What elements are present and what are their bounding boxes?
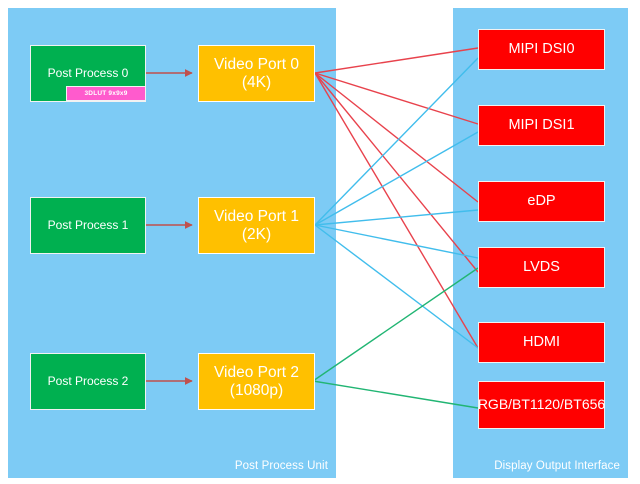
panel-caption-post-process-unit: Post Process Unit <box>234 460 328 472</box>
badge-3dlut-label: 3DLUT 9x9x9 <box>84 90 128 97</box>
block-video-port-0-label: Video Port 0 (4K) <box>213 56 300 91</box>
block-output-mipi-dsi1[interactable]: MIPI DSI1 <box>478 105 605 146</box>
badge-3dlut[interactable]: 3DLUT 9x9x9 <box>66 86 146 101</box>
block-output-rgb-bt1120-bt656[interactable]: RGB/BT1120/BT656 <box>478 381 605 429</box>
panel-caption-display-output-interface: Display Output Interface <box>494 460 620 472</box>
block-post-process-2-label: Post Process 2 <box>47 373 129 388</box>
block-output-mipi-dsi0-label: MIPI DSI0 <box>508 41 575 58</box>
block-post-process-2[interactable]: Post Process 2 <box>30 353 146 410</box>
block-output-rgb-bt1120-bt656-label: RGB/BT1120/BT656 <box>477 396 606 413</box>
block-video-port-2[interactable]: Video Port 2 (1080p) <box>198 353 315 410</box>
block-output-hdmi-label: HDMI <box>522 334 561 351</box>
block-post-process-1[interactable]: Post Process 1 <box>30 197 146 254</box>
block-video-port-1[interactable]: Video Port 1 (2K) <box>198 197 315 254</box>
block-video-port-2-label: Video Port 2 (1080p) <box>213 364 300 399</box>
block-output-hdmi[interactable]: HDMI <box>478 322 605 363</box>
block-output-lvds[interactable]: LVDS <box>478 247 605 288</box>
block-post-process-1-label: Post Process 1 <box>47 217 129 232</box>
block-output-mipi-dsi1-label: MIPI DSI1 <box>508 117 575 134</box>
block-output-mipi-dsi0[interactable]: MIPI DSI0 <box>478 29 605 70</box>
block-post-process-0-label: Post Process 0 <box>47 65 129 80</box>
block-output-edp-label: eDP <box>527 193 556 210</box>
block-output-edp[interactable]: eDP <box>478 181 605 222</box>
block-video-port-0[interactable]: Video Port 0 (4K) <box>198 45 315 102</box>
block-output-lvds-label: LVDS <box>523 259 560 276</box>
block-video-port-1-label: Video Port 1 (2K) <box>213 208 300 243</box>
